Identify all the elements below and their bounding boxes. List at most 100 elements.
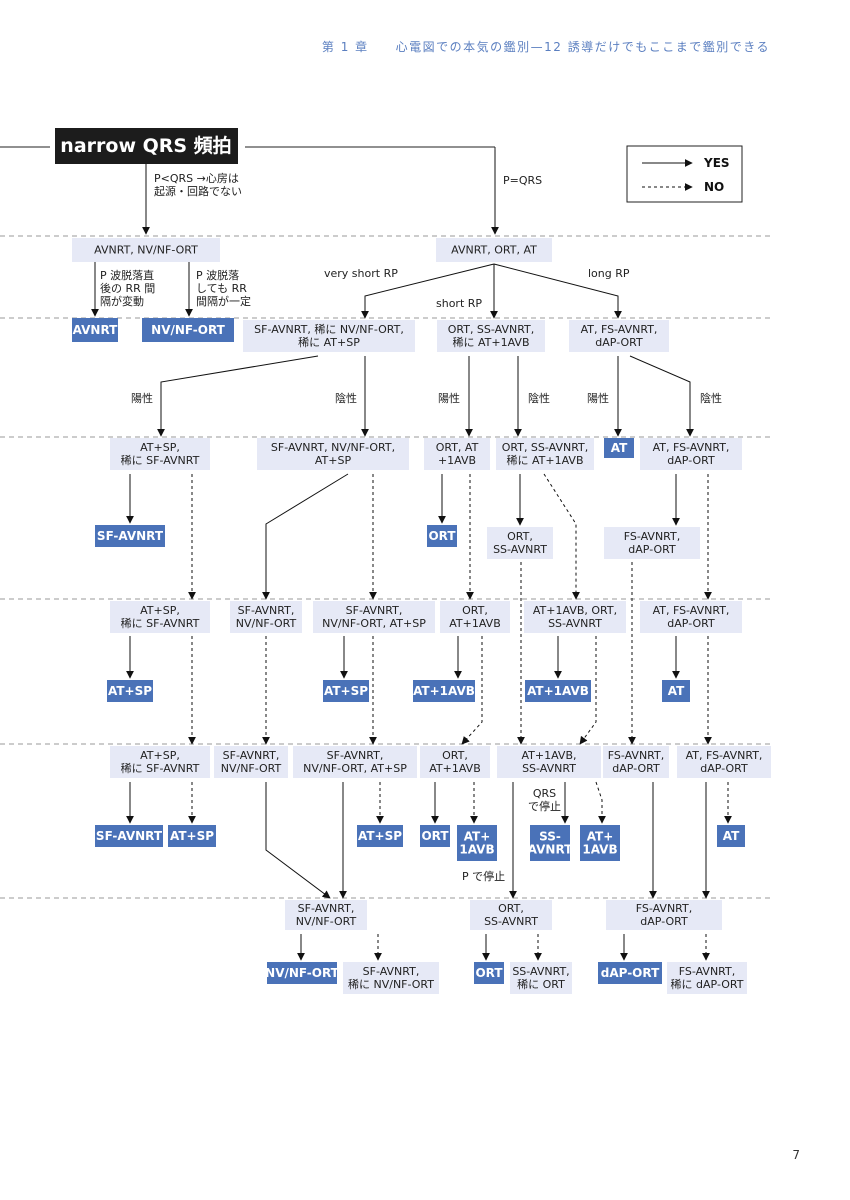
node-r10c: FS-AVNRT,dAP-ORT: [606, 900, 722, 930]
node-r11c: ORT: [474, 962, 504, 984]
node-r6a: AT+SP,稀に SF-AVNRT: [110, 601, 210, 633]
node-box: [285, 900, 367, 930]
label-p-lt-qrs: P<QRS →心房は起源・回路でない: [154, 172, 242, 198]
node-box: [72, 318, 118, 342]
node-text: AVNRT: [73, 323, 119, 337]
node-text: SS-AVNRT: [484, 915, 538, 928]
node-box: [214, 746, 288, 778]
node-at1: AT, FS-AVNRT,dAP-ORT: [569, 320, 669, 352]
node-r9a: SF-AVNRT: [95, 825, 163, 847]
node-text: AT, FS-AVNRT,: [686, 749, 763, 762]
flow-arrow: [579, 636, 597, 745]
label-p-drop-rr-change: P 波脱落直後の RR 間隔が変動: [100, 269, 156, 308]
node-text: dAP-ORT: [612, 762, 660, 775]
node-text: dAP-ORT: [601, 966, 660, 980]
node-text: SF-AVNRT, 稀に NV/NF-ORT,: [254, 323, 404, 336]
node-r11f: FS-AVNRT,稀に dAP-ORT: [667, 962, 747, 994]
node-box: [110, 601, 210, 633]
node-box: [640, 438, 742, 470]
node-text: AT+SP,: [140, 604, 180, 617]
node-box: [427, 525, 457, 547]
flow-nodes: AVNRT, NV/NF-ORT AVNRT, ORT, AT AVNRT NV/NF…: [72, 238, 771, 994]
legend-yes-label: YES: [703, 156, 730, 170]
node-r9d: ORT: [420, 825, 450, 847]
node-r10a: SF-AVNRT,NV/NF-ORT: [285, 900, 367, 930]
node-text: AT+SP: [108, 684, 152, 698]
node-text: AT: [723, 829, 740, 843]
node-nvnf: NV/NF-ORT: [142, 318, 234, 342]
node-text: AT: [611, 441, 628, 455]
node-text: AT+SP: [358, 829, 402, 843]
node-r11a: NV/NF-ORT: [265, 962, 340, 984]
chapter-header: 第 1 章 心電図での本気の鑑別—12 誘導だけでもここまで鑑別できる: [321, 40, 770, 54]
node-text: 1AVB: [582, 843, 617, 857]
node-box: [662, 680, 690, 702]
node-r4e: AT: [604, 438, 634, 458]
node-r6e: AT+1AVB, ORT,SS-AVNRT: [524, 601, 626, 633]
node-text: ORT,: [507, 530, 533, 543]
node-box: [530, 825, 570, 861]
node-box: [142, 318, 234, 342]
flow-arrow: [629, 355, 694, 437]
node-box: [497, 746, 601, 778]
node-r8e: AT+1AVB,SS-AVNRT: [497, 746, 601, 778]
node-text: NV/NF-ORT: [265, 966, 339, 980]
node-text: AT+: [587, 830, 614, 844]
node-r11b: SF-AVNRT,稀に NV/NF-ORT: [343, 962, 439, 994]
node-n2: AVNRT, ORT, AT: [436, 238, 552, 262]
flow-arrow: [262, 473, 349, 600]
node-sf1: SF-AVNRT, 稀に NV/NF-ORT,稀に AT+SP: [243, 320, 415, 352]
node-text: AT+SP,: [140, 749, 180, 762]
node-box: [606, 900, 722, 930]
node-box: [436, 238, 552, 262]
node-box: [95, 525, 165, 547]
node-box: [604, 527, 700, 559]
node-r11d: SS-AVNRT,稀に ORT: [510, 962, 572, 994]
node-text: dAP-ORT: [700, 762, 748, 775]
node-text: ORT, SS-AVNRT,: [448, 323, 535, 336]
flow-arrow: [361, 263, 495, 319]
node-box: [474, 962, 504, 984]
node-text: SF-AVNRT,: [298, 902, 355, 915]
label-negative: 陰性: [528, 392, 550, 405]
node-r5c: ORT,SS-AVNRT: [487, 527, 553, 559]
node-box: [580, 825, 620, 861]
node-n1: AVNRT, NV/NF-ORT: [72, 238, 220, 262]
label-long-rp: long RP: [588, 267, 630, 280]
node-r7c: AT+1AVB: [413, 680, 475, 702]
node-r4d: ORT, SS-AVNRT,稀に AT+1AVB: [496, 438, 594, 470]
node-box: [496, 438, 594, 470]
node-box: [230, 601, 302, 633]
node-text: FS-AVNRT,: [636, 902, 692, 915]
node-text: ORT: [421, 829, 449, 843]
node-text: dAP-ORT: [628, 543, 676, 556]
node-box: [257, 438, 409, 470]
node-box: [717, 825, 745, 847]
node-r7a: AT+SP: [107, 680, 153, 702]
node-text: SS-AVNRT: [493, 543, 547, 556]
node-text: +1AVB: [438, 454, 476, 467]
node-r5a: SF-AVNRT: [95, 525, 165, 547]
title-box: [55, 128, 238, 164]
node-r8d: ORT,AT+1AVB: [420, 746, 490, 778]
node-box: [667, 962, 747, 994]
node-text: ORT: [428, 529, 456, 543]
flow-arrow: [595, 781, 606, 824]
node-r8a: AT+SP,稀に SF-AVNRT: [110, 746, 210, 778]
node-box: [598, 962, 662, 984]
node-box: [437, 320, 545, 352]
node-text: ORT, SS-AVNRT,: [502, 441, 589, 454]
node-r7d: AT+1AVB: [525, 680, 591, 702]
node-box: [420, 746, 490, 778]
node-r10b: ORT,SS-AVNRT: [470, 900, 552, 930]
node-text: AVNRT: [528, 843, 574, 857]
node-box: [413, 680, 475, 702]
label-negative: 陰性: [335, 392, 357, 405]
node-text: AT+1AVB: [413, 684, 475, 698]
node-text: AT+SP: [170, 829, 214, 843]
node-text: AT+1AVB: [449, 617, 501, 630]
node-box: [524, 601, 626, 633]
row-separators: [0, 235, 770, 899]
